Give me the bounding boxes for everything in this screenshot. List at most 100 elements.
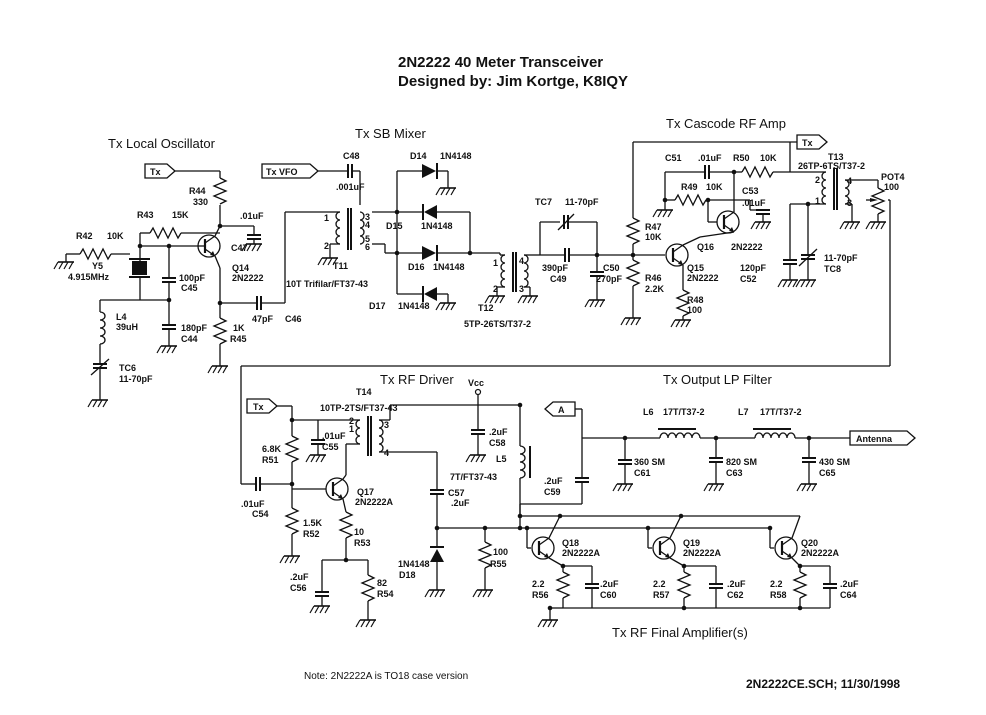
- c64-label: C64: [840, 590, 857, 600]
- port-tx-1-label: Tx: [150, 167, 161, 177]
- t11-label: T11: [333, 261, 348, 271]
- c64-value: .2uF: [840, 579, 859, 589]
- c50-label: C50: [603, 263, 620, 273]
- q16-value: 2N2222: [731, 242, 763, 252]
- t12-value: 5TP-26TS/T37-2: [464, 319, 531, 329]
- r57-label: R57: [653, 590, 670, 600]
- c62-value: .2uF: [727, 579, 746, 589]
- tc6-label: TC6: [119, 363, 136, 373]
- t12-pin-3: 3: [519, 284, 524, 294]
- r50-value: 10K: [760, 153, 777, 163]
- r58-value: 2.2: [770, 579, 783, 589]
- c51-value: .01uF: [698, 153, 722, 163]
- q14-value: 2N2222: [232, 273, 264, 283]
- c52-label: C52: [740, 274, 757, 284]
- final-amplifier-circuit: Q18 2N2222A 2.2 R56 .2uF C60 Q19 2N2222A…: [485, 504, 859, 628]
- t13-label: T13: [828, 152, 844, 162]
- c54-label: C54: [252, 509, 269, 519]
- cascode-amp-circuit: Tx R47 10K R46 2.2K Q15 2N2222 R48 100 Q…: [241, 134, 905, 367]
- l7-label: L7: [738, 407, 749, 417]
- port-vfo-label: Tx VFO: [266, 167, 298, 177]
- q19-value: 2N2222A: [683, 548, 722, 558]
- rf-driver-circuit: Tx 6.8K R51 .01uF C55 2 1 3 4 T14 10TP-2…: [240, 366, 531, 628]
- c46-value: 47pF: [252, 314, 274, 324]
- r42-value: 10K: [107, 231, 124, 241]
- r57-value: 2.2: [653, 579, 666, 589]
- lp-filter-circuit: A .2uF C59 360 SM C61 L6 17T/T37-2 820 S…: [520, 401, 916, 505]
- vcc-label: Vcc: [468, 378, 484, 388]
- r45-label: R45: [230, 334, 247, 344]
- q18-label: Q18: [562, 538, 579, 548]
- d16-label: D16: [408, 262, 425, 272]
- r49-value: 10K: [706, 182, 723, 192]
- r46-label: R46: [645, 273, 662, 283]
- t14-pin-3: 3: [384, 420, 389, 430]
- l5-label: L5: [496, 454, 507, 464]
- q17-label: Q17: [357, 487, 374, 497]
- r52-label: R52: [303, 529, 320, 539]
- c47-label: C47: [231, 243, 248, 253]
- t11-value: 10T Trifilar/FT37-43: [286, 279, 368, 289]
- c49-label: C49: [550, 274, 567, 284]
- y5-crystal: [132, 261, 147, 275]
- c45-value: 100pF: [179, 273, 206, 283]
- local-oscillator-circuit: Tx R44 330 .01uF C47 Q14 2N2222 R43 15K: [53, 163, 302, 408]
- r51-value: 6.8K: [262, 444, 282, 454]
- r55-value: 100: [493, 547, 508, 557]
- t13-pin-3: 3: [847, 198, 852, 208]
- d14-label: D14: [410, 151, 427, 161]
- tc8-label: TC8: [824, 264, 841, 274]
- q18-value: 2N2222A: [562, 548, 601, 558]
- r44-value: 330: [193, 197, 208, 207]
- t14-value: 10TP-2TS/FT37-43: [320, 403, 398, 413]
- case-note: Note: 2N2222A is TO18 case version: [304, 671, 468, 682]
- t12-pin-4: 4: [519, 256, 524, 266]
- c50-value: 270pF: [596, 274, 623, 284]
- t13-pin-1: 1: [815, 196, 820, 206]
- section-sb-mixer: Tx SB Mixer: [355, 126, 426, 141]
- c46-label: C46: [285, 314, 302, 324]
- c63-value: 820 SM: [726, 457, 757, 467]
- port-tx-1: [144, 163, 176, 179]
- c60-value: .2uF: [600, 579, 619, 589]
- l4-value: 39uH: [116, 322, 138, 332]
- r53-value: 10: [354, 527, 364, 537]
- c61-label: C61: [634, 468, 651, 478]
- d18-value: 1N4148: [398, 559, 430, 569]
- c53-value: .01uF: [742, 198, 766, 208]
- t11-pin-4: 4: [365, 220, 370, 230]
- t14-pin-4: 4: [384, 448, 389, 458]
- r43-label: R43: [137, 210, 154, 220]
- d15-value: 1N4148: [421, 221, 453, 231]
- pot4-label: POT4: [881, 172, 905, 182]
- c56-value: .2uF: [290, 572, 309, 582]
- l6-label: L6: [643, 407, 654, 417]
- r50-label: R50: [733, 153, 750, 163]
- t12-label: T12: [478, 303, 494, 313]
- port-tx-3: [246, 398, 278, 414]
- tc6-value: 11-70pF: [119, 374, 153, 384]
- c52-value: 120pF: [740, 263, 767, 273]
- title-line-1: 2N2222 40 Meter Transceiver: [398, 54, 603, 71]
- d17-value: 1N4148: [398, 301, 430, 311]
- c57-label: C57: [448, 488, 465, 498]
- q17-value: 2N2222A: [355, 497, 394, 507]
- q16-label: Q16: [697, 242, 714, 252]
- tc8-value: 11-70pF: [824, 253, 858, 263]
- t12-pin-1: 1: [493, 258, 498, 268]
- q20-value: 2N2222A: [801, 548, 840, 558]
- t11-pin-6: 6: [365, 242, 370, 252]
- r55-label: R55: [490, 559, 507, 569]
- c58-label: C58: [489, 438, 506, 448]
- l6-value: 17T/T37-2: [663, 407, 705, 417]
- r46-value: 2.2K: [645, 284, 665, 294]
- section-local-oscillator: Tx Local Oscillator: [108, 136, 216, 151]
- q19-label: Q19: [683, 538, 700, 548]
- title-line-2: Designed by: Jim Kortge, K8IQY: [398, 73, 628, 90]
- d17-label: D17: [369, 301, 386, 311]
- c54-value: .01uF: [241, 499, 265, 509]
- c60-label: C60: [600, 590, 617, 600]
- y5-value: 4.915MHz: [68, 272, 110, 282]
- port-tx-vfo: [261, 163, 319, 179]
